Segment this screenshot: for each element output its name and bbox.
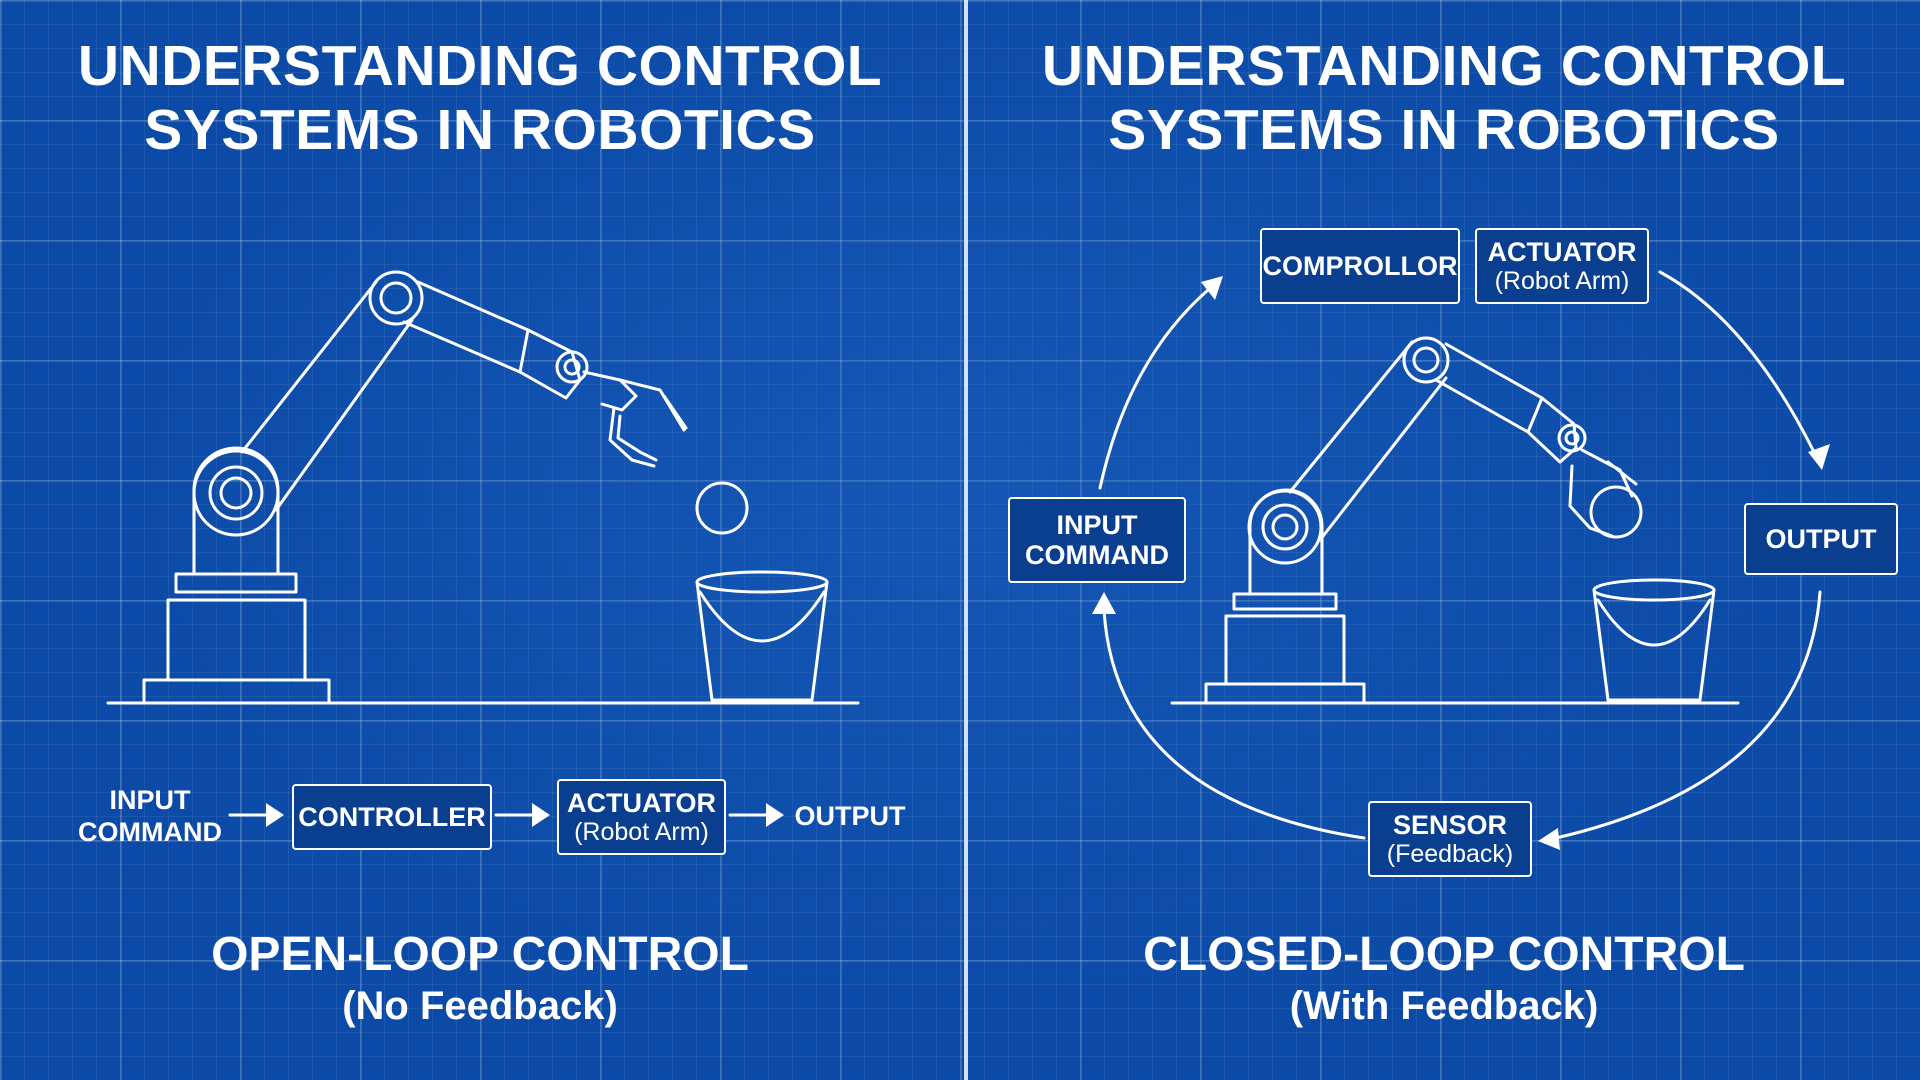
closed-actuator-label: ACTUATOR bbox=[1487, 237, 1637, 267]
closed-output-box: OUTPUT bbox=[1744, 503, 1898, 575]
closed-loop-footer: CLOSED-LOOP CONTROL (With Feedback) bbox=[968, 928, 1920, 1030]
right-title-line2: SYSTEMS IN ROBOTICS bbox=[1108, 98, 1780, 162]
closed-loop-subheading: (With Feedback) bbox=[1289, 984, 1599, 1028]
bucket-icon bbox=[1592, 578, 1716, 702]
open-loop-heading: OPEN-LOOP CONTROL bbox=[211, 928, 749, 981]
closed-controller-label: COMPROLLOR bbox=[1262, 251, 1458, 281]
robot-arm-icon bbox=[1204, 336, 1643, 705]
open-loop-illustration bbox=[106, 270, 860, 827]
closed-sensor-sub: (Feedback) bbox=[1386, 840, 1514, 868]
open-actuator-label: ACTUATOR bbox=[567, 788, 716, 818]
robot-arm-icon bbox=[142, 270, 688, 705]
bucket-icon bbox=[695, 570, 829, 702]
open-input-line1: INPUT bbox=[109, 785, 191, 815]
open-actuator-box: ACTUATOR (Robot Arm) bbox=[557, 779, 726, 855]
arrow-right-icon bbox=[228, 803, 784, 827]
open-loop-subheading: (No Feedback) bbox=[342, 984, 618, 1028]
open-output-label: OUTPUT bbox=[794, 801, 906, 831]
closed-loop-illustration bbox=[1092, 270, 1830, 850]
open-controller-label: CONTROLLER bbox=[298, 802, 486, 832]
loop-arrow-icon bbox=[1092, 270, 1830, 850]
closed-actuator-sub: (Robot Arm) bbox=[1494, 267, 1630, 295]
left-title: UNDERSTANDING CONTROL SYSTEMS IN ROBOTIC… bbox=[0, 34, 960, 162]
closed-sensor-label: SENSOR bbox=[1392, 810, 1508, 840]
closed-input-line2: COMMAND bbox=[1025, 540, 1169, 570]
open-actuator-sub: (Robot Arm) bbox=[574, 818, 709, 846]
closed-sensor-box: SENSOR (Feedback) bbox=[1368, 801, 1532, 877]
left-title-line1: UNDERSTANDING CONTROL bbox=[77, 34, 883, 98]
open-input-command-label: INPUT COMMAND bbox=[70, 784, 230, 848]
open-loop-panel: UNDERSTANDING CONTROL SYSTEMS IN ROBOTIC… bbox=[0, 34, 960, 1030]
closed-input-line1: INPUT bbox=[1056, 510, 1138, 540]
ball-icon bbox=[695, 481, 749, 535]
right-title: UNDERSTANDING CONTROL SYSTEMS IN ROBOTIC… bbox=[968, 34, 1920, 162]
panel-divider bbox=[964, 0, 968, 1080]
closed-controller-box: COMPROLLOR bbox=[1260, 228, 1460, 304]
open-input-line2: COMMAND bbox=[78, 817, 222, 847]
closed-input-command-box: INPUT COMMAND bbox=[1008, 497, 1186, 583]
right-title-line1: UNDERSTANDING CONTROL bbox=[1041, 34, 1847, 98]
closed-loop-panel: UNDERSTANDING CONTROL SYSTEMS IN ROBOTIC… bbox=[968, 0, 1920, 1080]
left-title-line2: SYSTEMS IN ROBOTICS bbox=[144, 98, 816, 162]
closed-loop-heading: CLOSED-LOOP CONTROL bbox=[1143, 928, 1745, 981]
closed-output-label: OUTPUT bbox=[1765, 524, 1877, 554]
open-loop-footer: OPEN-LOOP CONTROL (No Feedback) bbox=[0, 928, 960, 1030]
open-controller-box: CONTROLLER bbox=[292, 784, 492, 850]
closed-actuator-box: ACTUATOR (Robot Arm) bbox=[1475, 228, 1649, 304]
